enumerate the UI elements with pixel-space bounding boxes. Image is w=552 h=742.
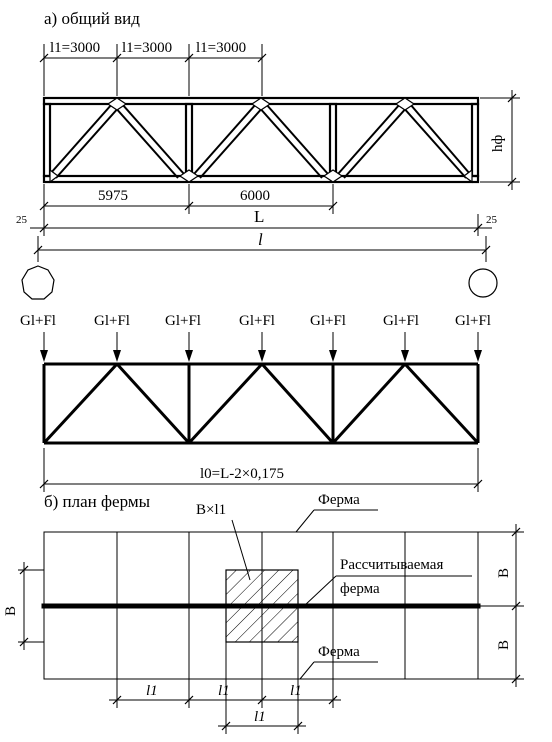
load-arrows (40, 332, 482, 362)
load-arrow-2 (113, 332, 121, 362)
height-dimension: hф (480, 90, 520, 190)
dim-l1-4: l1 (254, 709, 266, 725)
load-label-5: Gl+Fl (310, 313, 346, 329)
load-label-4: Gl+Fl (239, 313, 275, 329)
panel-dimension: l1=3000 l1=3000 l1=3000 (39, 40, 267, 96)
dim-L: L (254, 207, 264, 226)
truss-design-scheme (42, 362, 480, 445)
dim-5975: 5975 (98, 188, 128, 204)
calc-truss-line2: ферма (340, 581, 380, 597)
load-arrow-6 (401, 332, 409, 362)
dim-l: l (258, 230, 263, 249)
truss-top-label: Ферма (318, 492, 360, 508)
dim-B-left: B (3, 606, 19, 616)
bottom-dimensions: 5975 6000 (39, 184, 338, 214)
panel-label-3: l1=3000 (196, 40, 246, 56)
plan-dimension-left: B (3, 562, 44, 650)
plan-dimension-bottom: l1 l1 l1 l1 (109, 642, 341, 734)
dim-25-right: 25 (486, 214, 498, 226)
span-dimension: l0=L-2×0,175 (39, 448, 483, 492)
dim-6000: 6000 (240, 188, 270, 204)
dimension-L: L 25 25 (16, 207, 498, 236)
truss-general-view (42, 96, 480, 184)
load-arrow-7 (474, 332, 482, 362)
dim-l1-3: l1 (290, 683, 302, 699)
height-label: hф (490, 135, 506, 153)
load-arrow-4 (258, 332, 266, 362)
load-label-1: Gl+Fl (20, 313, 56, 329)
panel-label-2: l1=3000 (122, 40, 172, 56)
panel-label-1: l1=3000 (50, 40, 100, 56)
dim-B-right-bottom: B (496, 640, 512, 650)
column-right-icon (468, 268, 498, 298)
load-label-6: Gl+Fl (383, 313, 419, 329)
load-arrow-1 (40, 332, 48, 362)
dimension-l: l (33, 230, 491, 262)
load-labels: Gl+Fl Gl+Fl Gl+Fl Gl+Fl Gl+Fl Gl+Fl Gl+F… (20, 313, 491, 329)
area-label: B×l1 (196, 502, 226, 518)
span-label: l0=L-2×0,175 (200, 466, 284, 482)
plan-annotations: B×l1 Ферма Рассчитываемая ферма Ферма (196, 492, 472, 680)
calc-truss-line1: Рассчитываемая (340, 557, 443, 573)
truss-bottom-label: Ферма (318, 644, 360, 660)
section-b-title: б) план фермы (44, 492, 151, 511)
plan-dimension-right: B B (478, 524, 524, 687)
dim-l1-2: l1 (218, 683, 230, 699)
load-arrow-3 (185, 332, 193, 362)
section-a-title: а) общий вид (44, 9, 140, 28)
dim-l1-1: l1 (146, 683, 158, 699)
load-label-7: Gl+Fl (455, 313, 491, 329)
load-label-2: Gl+Fl (94, 313, 130, 329)
load-label-3: Gl+Fl (165, 313, 201, 329)
dim-B-right-top: B (496, 568, 512, 578)
load-arrow-5 (329, 332, 337, 362)
column-left-icon (21, 265, 55, 300)
dim-25-left: 25 (16, 214, 28, 226)
truss-plan (41, 531, 481, 680)
